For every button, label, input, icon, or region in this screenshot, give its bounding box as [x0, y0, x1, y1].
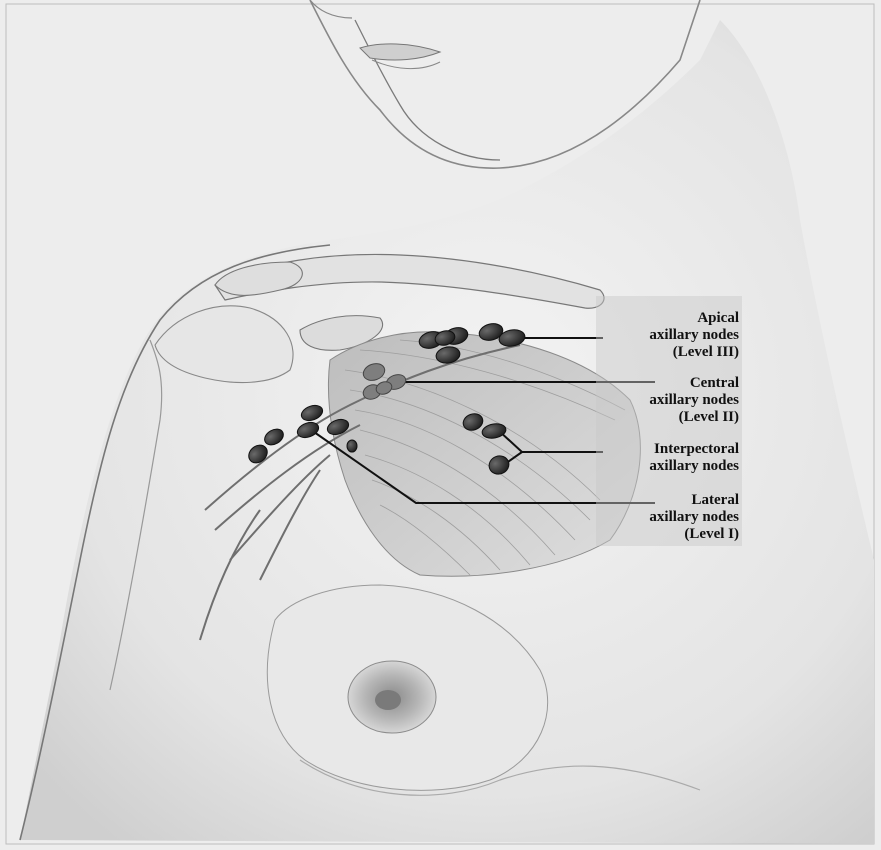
apical-label-line3: (Level III) — [649, 344, 739, 361]
central-label-line2: axillary nodes — [649, 392, 739, 409]
apical-nodes-label: Apical axillary nodes (Level III) — [649, 310, 739, 361]
lateral-label-line3: (Level I) — [649, 526, 739, 543]
lateral-nodes-label: Lateral axillary nodes (Level I) — [649, 492, 739, 543]
lateral-label-line2: axillary nodes — [649, 509, 739, 526]
nipple — [375, 690, 401, 710]
lateral-node — [347, 440, 357, 452]
interpectoral-label-line1: Interpectoral — [649, 441, 739, 458]
interpectoral-nodes-label: Interpectoral axillary nodes — [649, 441, 739, 475]
lateral-label-line1: Lateral — [649, 492, 739, 509]
central-label-line1: Central — [649, 375, 739, 392]
apical-label-line2: axillary nodes — [649, 327, 739, 344]
central-label-line3: (Level II) — [649, 409, 739, 426]
interpectoral-label-line2: axillary nodes — [649, 458, 739, 475]
central-nodes-label: Central axillary nodes (Level II) — [649, 375, 739, 426]
apical-label-line1: Apical — [649, 310, 739, 327]
